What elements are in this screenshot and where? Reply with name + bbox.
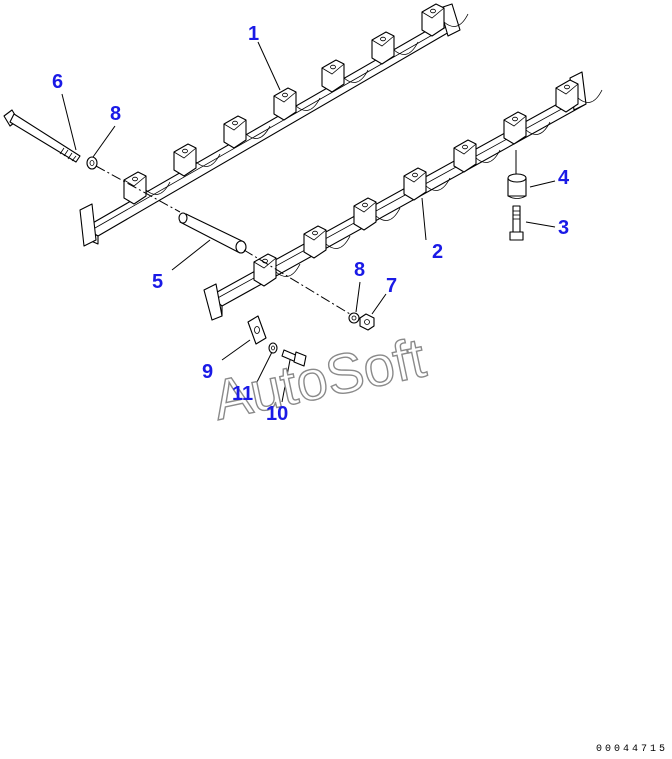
lower-rail-tooth-3 <box>353 197 401 231</box>
collar <box>507 173 527 199</box>
upper-rail-tooth-4 <box>273 87 321 121</box>
clamp-plate <box>247 315 267 345</box>
spacer-tube <box>178 212 247 254</box>
washer-upper <box>86 156 98 170</box>
short-bolt <box>509 205 524 241</box>
upper-rail-tooth-2 <box>173 143 221 177</box>
watermark-text: AutoSoft <box>207 325 431 431</box>
callout-5: 5 <box>152 271 163 293</box>
upper-rail-tooth-1 <box>123 171 171 205</box>
callout-8-lower: 8 <box>354 259 365 281</box>
lower-rail-tooth-2 <box>303 225 351 259</box>
callout-4: 4 <box>558 167 570 189</box>
leader-lines <box>61 41 556 403</box>
callout-8-upper: 8 <box>110 103 121 125</box>
small-washer <box>268 342 278 354</box>
callout-3: 3 <box>558 217 569 239</box>
long-bolt <box>3 109 81 163</box>
upper-rail-tooth-5 <box>321 59 369 93</box>
assembly-axis-lines <box>95 150 517 315</box>
upper-rail-tooth-3 <box>223 115 271 149</box>
lower-rail-tooth-6 <box>503 111 551 145</box>
callout-6: 6 <box>52 71 63 93</box>
lower-rail-tooth-5 <box>453 139 501 173</box>
callout-2: 2 <box>432 241 443 263</box>
callout-11: 11 <box>232 383 253 405</box>
lower-guard-rail <box>203 71 603 321</box>
callout-7: 7 <box>386 275 397 297</box>
lower-rail-tooth-4 <box>403 167 451 201</box>
lower-rail-tooth-7 <box>555 79 603 113</box>
washer-lower <box>348 312 360 324</box>
small-bolt <box>281 349 307 367</box>
lower-rail-tooth-1 <box>253 253 301 287</box>
upper-rail-tooth-7 <box>421 3 469 37</box>
document-code: 00044715 <box>595 744 668 755</box>
upper-guard-rail <box>79 3 469 247</box>
nut <box>359 313 375 331</box>
upper-rail-tooth-6 <box>371 31 419 65</box>
callout-labels: 1 2 3 4 5 6 7 8 8 9 10 11 <box>52 23 570 425</box>
callout-1: 1 <box>248 23 259 45</box>
callout-10: 10 <box>266 403 288 425</box>
callout-9: 9 <box>202 361 213 383</box>
